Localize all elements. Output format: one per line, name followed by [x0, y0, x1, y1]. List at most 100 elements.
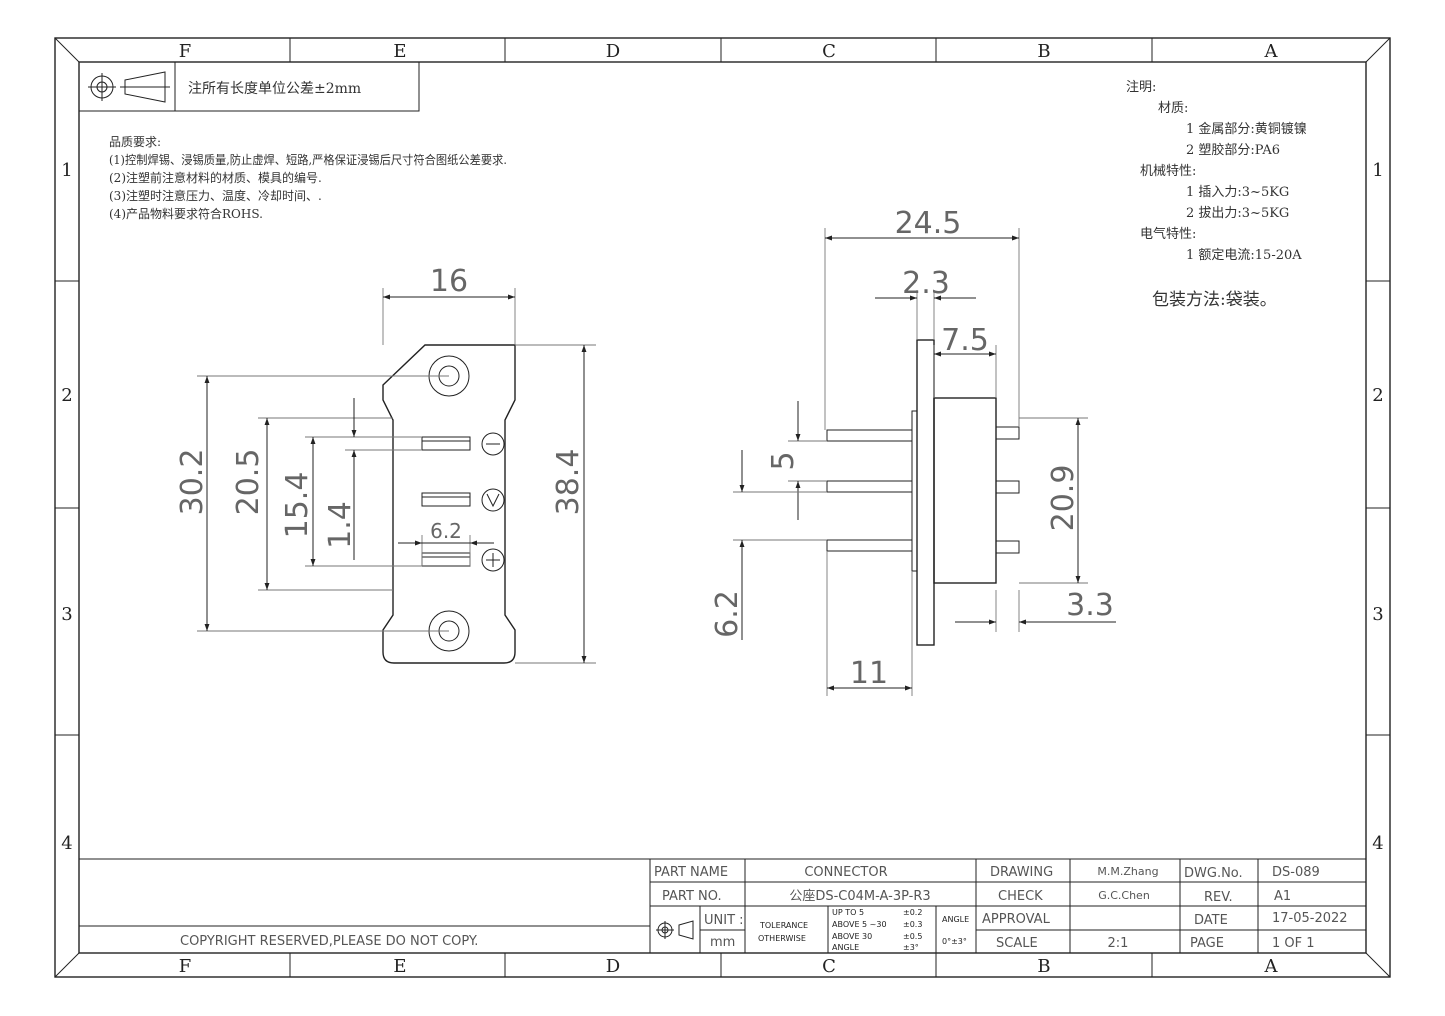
- tol-range-2: ABOVE 5 ~30: [832, 920, 887, 929]
- side-tail-1: [995, 426, 1020, 440]
- side-pin-3: [826, 539, 913, 552]
- tol-value-4: ±3°: [903, 943, 919, 952]
- dim-front-width: 16: [430, 264, 468, 299]
- pin-slot-1: [421, 436, 471, 451]
- zone-row-right-3: 3: [1372, 604, 1383, 625]
- zone-col-top-e: E: [393, 41, 406, 62]
- dim-side-pin-span: 20.9: [1046, 465, 1081, 532]
- tolerance-label: TOLERANCE: [759, 921, 808, 930]
- date-label: DATE: [1194, 913, 1228, 928]
- mech-insert-force: 1 插入力:3~5KG: [1186, 185, 1289, 200]
- zone-col-top-b: B: [1037, 41, 1050, 62]
- projection-symbol-icon: [88, 71, 170, 103]
- zone-row-right-1: 1: [1372, 160, 1383, 181]
- tol-value-3: ±0.5: [903, 932, 922, 941]
- material-metal: 1 金属部分:黄铜镀镍: [1186, 121, 1307, 137]
- angle-value: 0°±3°: [942, 937, 967, 946]
- drawing-label: DRAWING: [990, 865, 1053, 880]
- minus-symbol-icon: [481, 432, 505, 456]
- dim-side-flange: 2.3: [902, 266, 950, 301]
- zone-col-bottom-f: F: [179, 956, 192, 977]
- tol-range-1: UP TO 5: [832, 908, 864, 917]
- side-flange: [916, 339, 935, 646]
- voltage-symbol-icon: [481, 488, 505, 512]
- tolerance-note: 注所有长度单位公差±2mm: [188, 81, 361, 97]
- zone-row-left-2: 2: [61, 385, 72, 406]
- projection-symbol-small-icon: [656, 920, 694, 940]
- pin-slot-2: [421, 492, 471, 507]
- front-view: [382, 344, 516, 664]
- elec-rated-current: 1 额定电流:15-20A: [1186, 248, 1302, 263]
- side-pin-2: [826, 480, 913, 493]
- zone-row-left-3: 3: [61, 604, 72, 625]
- quality-item-1: (1)控制焊锡、浸锡质量,防止虚焊、短路,严格保证浸锡后尺寸符合图纸公差要求.: [109, 152, 507, 167]
- approval-label: APPROVAL: [982, 912, 1051, 927]
- zone-col-top-f: F: [179, 41, 192, 62]
- quality-title: 品质要求:: [109, 135, 161, 149]
- drawing-by: M.M.Zhang: [1097, 865, 1158, 878]
- dim-side-body: 7.5: [941, 323, 989, 358]
- unit-value: mm: [710, 935, 735, 950]
- part-no: 公座DS-C04M-A-3P-R3: [789, 889, 930, 904]
- quality-requirements: 品质要求: (1)控制焊锡、浸锡质量,防止虚焊、短路,严格保证浸锡后尺寸符合图纸…: [109, 135, 507, 221]
- title-block: PART NAME CONNECTOR PART NO. 公座DS-C04M-A…: [78, 858, 1367, 954]
- zone-col-bottom-c: C: [822, 956, 836, 977]
- side-pin-1: [826, 429, 913, 442]
- notes-title: 注明:: [1126, 80, 1156, 95]
- zone-col-top-c: C: [822, 41, 836, 62]
- dim-side-pin-offset: 6.2: [710, 590, 745, 638]
- dim-front-pin-length: 6.2: [430, 519, 462, 543]
- dim-side-width: 24.5: [895, 206, 962, 241]
- rev-label: REV.: [1204, 890, 1233, 905]
- tolerance-note-box: 注所有长度单位公差±2mm: [78, 61, 420, 112]
- zone-col-bottom-a: A: [1264, 956, 1279, 977]
- front-view-dimensions: 16 30.2 20.5 15.4 1.4 6.2 38.4: [175, 264, 596, 664]
- side-view-dimensions: 24.5 2.3 7.5 5 6.2 20.9 3.: [710, 206, 1116, 696]
- side-body: [933, 397, 997, 584]
- zone-col-bottom-e: E: [393, 956, 406, 977]
- zone-col-top-a: A: [1264, 41, 1279, 62]
- dim-front-total-height: 38.4: [551, 449, 586, 516]
- zone-labels: F E D C B A F E D C B A 1 2 3 4 1 2 3 4: [61, 41, 1383, 977]
- dim-front-pin-pitch: 15.4: [280, 472, 315, 539]
- plus-symbol-icon: [481, 548, 505, 572]
- part-name: CONNECTOR: [804, 865, 887, 880]
- part-name-label: PART NAME: [654, 865, 728, 880]
- material-plastic: 2 塑胶部分:PA6: [1186, 142, 1280, 158]
- front-body-outline: [382, 344, 516, 664]
- zone-row-right-2: 2: [1372, 385, 1383, 406]
- quality-item-2: (2)注塑前注意材料的材质、模具的编号.: [109, 170, 322, 185]
- zone-col-top-d: D: [606, 41, 620, 62]
- scale-value: 2:1: [1108, 936, 1129, 951]
- zone-row-right-4: 4: [1372, 833, 1383, 854]
- side-tail-2: [995, 480, 1020, 494]
- elec-title: 电气特性:: [1140, 226, 1196, 242]
- side-tail-3: [995, 540, 1020, 554]
- tol-value-1: ±0.2: [903, 908, 922, 917]
- angle-label: ANGLE: [942, 915, 969, 924]
- zone-row-left-4: 4: [61, 833, 72, 854]
- tol-range-3: ABOVE 30: [832, 932, 872, 941]
- dwg-no-label: DWG.No.: [1184, 866, 1243, 881]
- packing-method: 包装方法:袋装。: [1152, 290, 1277, 310]
- unit-label: UNIT :: [704, 913, 744, 928]
- spec-notes: 注明: 材质: 1 金属部分:黄铜镀镍 2 塑胶部分:PA6 机械特性: 1 插…: [1126, 80, 1307, 310]
- pin-slot-3: [421, 552, 471, 567]
- part-no-label: PART NO.: [662, 889, 722, 904]
- page-value: 1 OF 1: [1272, 936, 1315, 951]
- check-by: G.C.Chen: [1098, 889, 1150, 902]
- otherwise-label: OTHERWISE: [758, 934, 806, 943]
- dim-front-height-outer: 30.2: [175, 449, 210, 516]
- material-title: 材质:: [1158, 101, 1188, 116]
- dim-front-pin-width: 1.4: [323, 501, 358, 549]
- dim-front-pin-area: 20.5: [231, 449, 266, 516]
- copyright-notice: COPYRIGHT RESERVED,PLEASE DO NOT COPY.: [180, 934, 478, 949]
- zone-col-bottom-d: D: [606, 956, 620, 977]
- tol-value-2: ±0.3: [903, 920, 922, 929]
- page-label: PAGE: [1190, 936, 1224, 951]
- quality-item-4: (4)产品物料要求符合ROHS.: [109, 206, 263, 221]
- mech-title: 机械特性:: [1140, 164, 1196, 179]
- quality-item-3: (3)注塑时注意压力、温度、冷却时间、.: [109, 188, 322, 203]
- rev-value: A1: [1274, 889, 1291, 904]
- dwg-no: DS-089: [1272, 865, 1320, 880]
